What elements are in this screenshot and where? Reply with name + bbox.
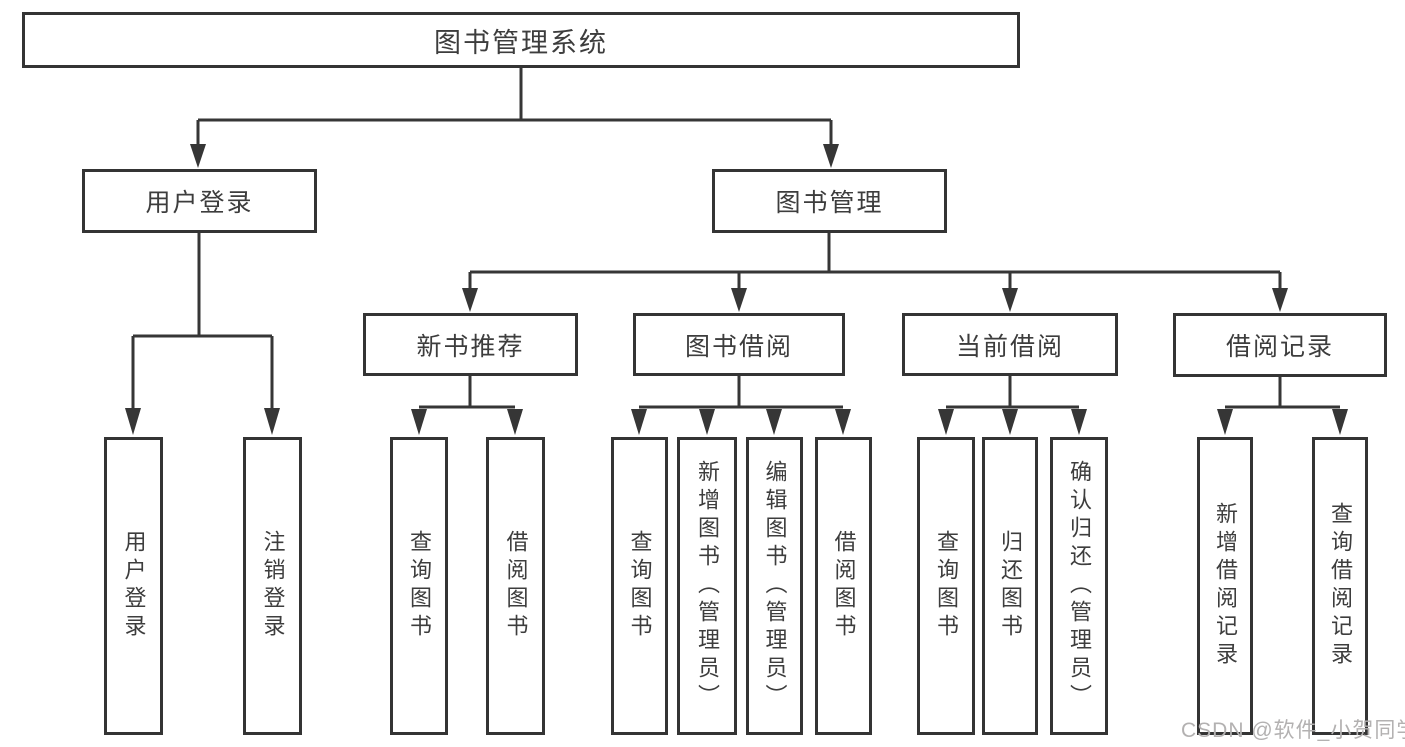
node-borrow-records-label: 借阅记录 <box>1225 333 1334 361</box>
leaf-user-login: 用户登录 <box>104 437 163 735</box>
leaf-borrow-books-recommend: 借阅图书 <box>486 437 545 735</box>
leaf-confirm-return-admin-label: 确认归还（管理员） <box>1067 460 1092 712</box>
connector-borrow-records-to-leaves <box>1217 377 1348 435</box>
csdn-watermark: CSDN @软件_小贺同学 <box>1181 719 1405 742</box>
leaf-edit-books-admin-label: 编辑图书（管理员） <box>762 460 788 712</box>
leaf-logout-login-label: 注销登录 <box>260 530 286 642</box>
node-book-management-label: 图书管理 <box>775 189 884 217</box>
node-book-borrow-label: 图书借阅 <box>684 332 793 361</box>
node-book-borrow: 图书借阅 <box>633 313 845 376</box>
leaf-confirm-return-admin: 确认归还（管理员） <box>1050 437 1108 735</box>
node-user-login-label: 用户登录 <box>145 189 254 217</box>
leaf-logout-login: 注销登录 <box>243 437 302 735</box>
connector-book-management-to-level3 <box>462 232 1288 312</box>
leaf-query-books-borrow-label: 查询图书 <box>627 530 653 642</box>
leaf-query-books-recommend-label: 查询图书 <box>407 530 432 642</box>
node-root-label: 图书管理系统 <box>434 27 608 58</box>
leaf-borrow-books: 借阅图书 <box>815 437 872 735</box>
node-new-book-recommend: 新书推荐 <box>363 313 578 376</box>
leaf-add-borrow-record: 新增借阅记录 <box>1197 437 1253 735</box>
node-current-borrow-label: 当前借阅 <box>955 332 1064 361</box>
connector-book-borrow-to-leaves <box>631 376 851 435</box>
connector-root-to-level2 <box>190 68 839 168</box>
leaf-add-books-admin: 新增图书（管理员） <box>677 437 737 735</box>
leaf-borrow-books-recommend-label: 借阅图书 <box>503 530 529 642</box>
leaf-return-books-label: 归还图书 <box>998 530 1023 642</box>
node-book-management: 图书管理 <box>712 169 947 233</box>
leaf-borrow-books-label: 借阅图书 <box>831 530 857 642</box>
leaf-query-books-current-label: 查询图书 <box>934 530 959 642</box>
leaf-add-books-admin-label: 新增图书（管理员） <box>695 460 720 712</box>
leaf-edit-books-admin: 编辑图书（管理员） <box>746 437 803 735</box>
connector-new-book-recommend-to-leaves <box>411 376 523 435</box>
leaf-query-books-borrow: 查询图书 <box>611 437 668 735</box>
node-current-borrow: 当前借阅 <box>902 313 1118 376</box>
node-new-book-recommend-label: 新书推荐 <box>416 332 525 361</box>
leaf-add-borrow-record-label: 新增借阅记录 <box>1213 502 1238 670</box>
leaf-return-books: 归还图书 <box>982 437 1038 735</box>
leaf-query-borrow-record: 查询借阅记录 <box>1312 437 1368 735</box>
leaf-query-books-current: 查询图书 <box>917 437 975 735</box>
leaf-user-login-label: 用户登录 <box>121 530 147 642</box>
connector-user-login-to-leaves <box>125 232 280 435</box>
leaf-query-books-recommend: 查询图书 <box>390 437 448 735</box>
node-user-login: 用户登录 <box>82 169 317 233</box>
leaf-query-borrow-record-label: 查询借阅记录 <box>1328 502 1353 670</box>
node-root-system: 图书管理系统 <box>22 12 1020 68</box>
node-borrow-records: 借阅记录 <box>1173 313 1387 377</box>
connector-current-borrow-to-leaves <box>938 376 1087 435</box>
